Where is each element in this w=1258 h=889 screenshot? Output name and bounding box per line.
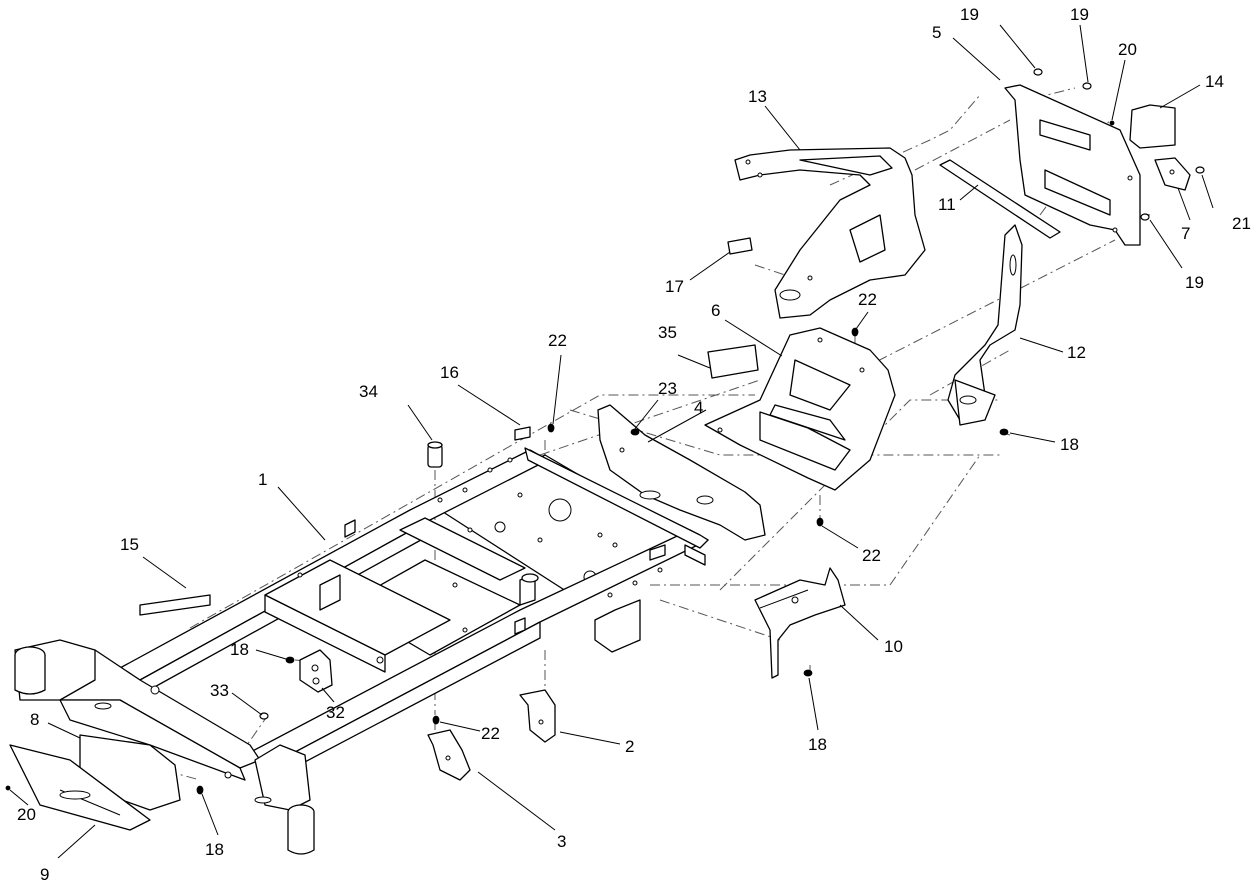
callout-22-frame: 22 bbox=[548, 331, 567, 350]
callout-6: 6 bbox=[711, 301, 720, 320]
callout-19-top-right: 19 bbox=[1070, 5, 1089, 24]
bracket-10 bbox=[754, 567, 846, 679]
bracket-7 bbox=[1154, 157, 1191, 191]
seat-side-frame-12 bbox=[947, 224, 1023, 426]
decal-15 bbox=[139, 594, 211, 616]
callout-17: 17 bbox=[665, 277, 684, 296]
callout-labels: 1 2 3 4 5 6 7 8 9 10 11 12 13 14 15 16 1… bbox=[17, 5, 1251, 884]
seat-side-frame-13 bbox=[734, 147, 926, 319]
seat-plate-6 bbox=[704, 327, 896, 491]
callout-22-seat-bottom: 22 bbox=[862, 546, 881, 565]
callout-8: 8 bbox=[30, 710, 39, 729]
bracket-3 bbox=[427, 729, 471, 781]
callout-34: 34 bbox=[359, 382, 378, 401]
callout-15: 15 bbox=[120, 535, 139, 554]
callout-13: 13 bbox=[748, 87, 767, 106]
callout-33: 33 bbox=[210, 681, 229, 700]
front-plate-9 bbox=[9, 744, 151, 831]
bracket-2 bbox=[519, 689, 556, 743]
callout-9: 9 bbox=[40, 865, 49, 884]
brace-11 bbox=[939, 159, 1061, 239]
bracket-32 bbox=[299, 649, 333, 693]
callout-19-right: 19 bbox=[1185, 273, 1204, 292]
callout-2: 2 bbox=[625, 737, 634, 756]
fasteners bbox=[5, 68, 1205, 795]
callout-18-left: 18 bbox=[230, 640, 249, 659]
callout-7: 7 bbox=[1181, 224, 1190, 243]
callout-3: 3 bbox=[557, 832, 566, 851]
callout-1: 1 bbox=[258, 470, 267, 489]
decal-16 bbox=[514, 426, 531, 441]
main-frame bbox=[14, 447, 709, 855]
callout-22-bracket: 22 bbox=[481, 724, 500, 743]
callout-16: 16 bbox=[440, 363, 459, 382]
callout-18-bracket: 18 bbox=[808, 735, 827, 754]
decal-17 bbox=[727, 237, 753, 255]
decal-14 bbox=[1129, 104, 1176, 149]
callout-14: 14 bbox=[1205, 72, 1224, 91]
callout-22-seat: 22 bbox=[858, 290, 877, 309]
callout-11: 11 bbox=[938, 195, 956, 214]
rear-panel-5 bbox=[1004, 84, 1141, 246]
callout-23: 23 bbox=[658, 379, 677, 398]
callout-19-top-left: 19 bbox=[960, 5, 979, 24]
decal-35 bbox=[707, 344, 759, 379]
callout-20-front: 20 bbox=[17, 805, 36, 824]
callout-20-top: 20 bbox=[1118, 40, 1137, 59]
callout-32: 32 bbox=[326, 703, 345, 722]
callout-35: 35 bbox=[658, 323, 677, 342]
callout-12: 12 bbox=[1067, 343, 1086, 362]
leader-lines bbox=[9, 24, 1214, 859]
callout-21: 21 bbox=[1232, 214, 1251, 233]
callout-18-front: 18 bbox=[205, 840, 224, 859]
callout-10: 10 bbox=[884, 637, 903, 656]
callout-4: 4 bbox=[694, 398, 703, 417]
callout-5: 5 bbox=[932, 23, 941, 42]
callout-18-right: 18 bbox=[1060, 435, 1079, 454]
